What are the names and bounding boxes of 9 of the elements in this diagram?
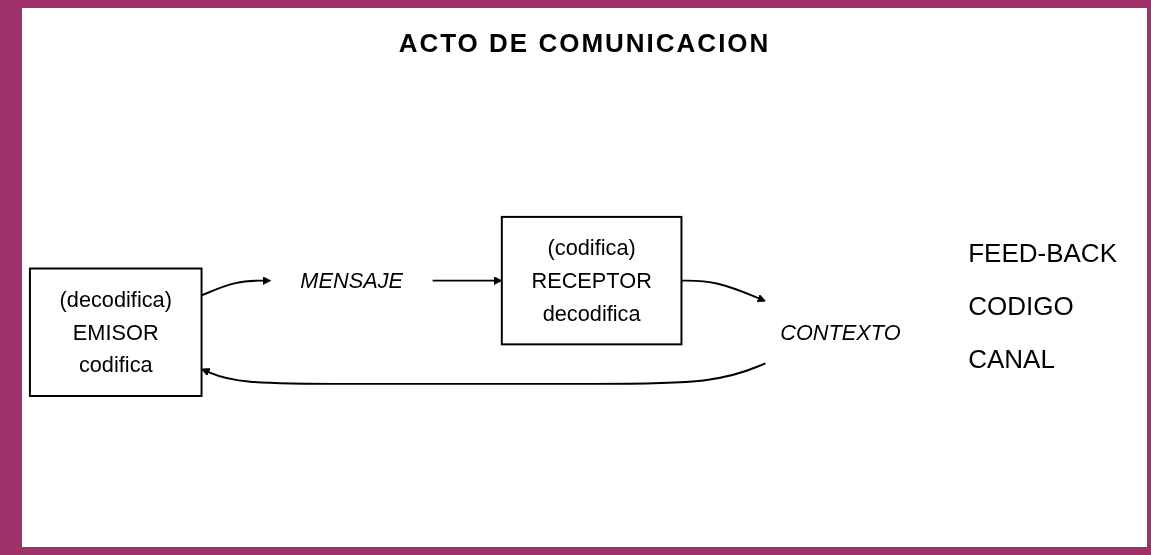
feature-label: FEED-BACK: [968, 237, 1117, 269]
arrow: [201, 361, 767, 385]
feature-label: CANAL: [968, 343, 1056, 375]
node-text: MENSAJE: [300, 267, 404, 293]
diagram-title: ACTO DE COMUNICACION: [398, 28, 771, 59]
node-text: CONTEXTO: [780, 319, 901, 345]
node-box: (codifica) RECEPTOR decodifica: [500, 215, 683, 345]
node-box: (decodifica) EMISOR codifica: [28, 267, 203, 397]
feature-label: CODIGO: [968, 290, 1075, 322]
